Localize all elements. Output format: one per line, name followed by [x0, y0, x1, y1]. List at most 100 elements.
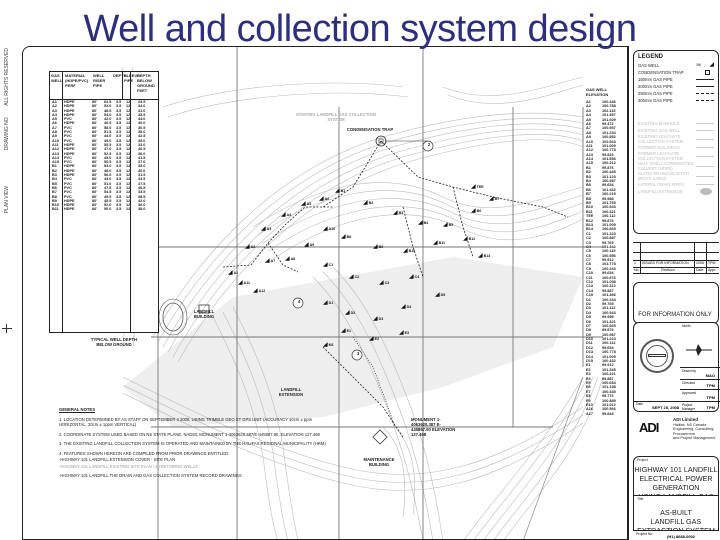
- well-icon: ◢: [323, 300, 328, 306]
- well-icon: ◢: [265, 258, 270, 264]
- table-cell: PVC: [64, 185, 72, 190]
- well-icon: ◢: [228, 270, 233, 276]
- well-icon: ◢: [399, 330, 404, 336]
- table-cell: 3.5: [116, 185, 122, 190]
- table-cell: 12': [126, 121, 132, 126]
- table-cell: HDPE: [64, 108, 75, 113]
- table-cell: HDPE: [64, 168, 75, 173]
- table-cell: 47.0: [104, 147, 112, 152]
- table-cell: 12': [126, 207, 132, 212]
- drawing-side-strip: ALL RIGHTS RESERVED DRAWING NO. PLAN VIE…: [0, 46, 20, 540]
- table-cell: PVC: [64, 125, 72, 130]
- table-cell: PVC: [64, 134, 72, 139]
- gas-well-marker: ◢A6: [319, 196, 330, 202]
- condensation-trap-label: CONDENSATION TRAP: [346, 127, 394, 132]
- table-cell: 12': [126, 151, 132, 156]
- well-icon: ◢: [418, 220, 423, 226]
- table-cell: 42.5: [138, 134, 146, 139]
- existing-feature-icon: [696, 137, 714, 142]
- table-cell: A14: [52, 155, 59, 160]
- legend-item: EXISTING GAS WELL: [634, 127, 718, 134]
- general-notes: GENERAL NOTES 1. LOCATION DETERMINED BY …: [59, 407, 339, 483]
- table-cell: A13: [52, 151, 59, 156]
- table-cell: 43.5: [138, 177, 146, 182]
- table-cell: PVC: [64, 177, 72, 182]
- table-cell: HDPE: [64, 112, 75, 117]
- table-cell: 3.5: [116, 198, 122, 203]
- well-icon: ◢: [489, 196, 494, 202]
- well-icon: ◢: [463, 236, 468, 242]
- table-cell: 80': [92, 134, 98, 139]
- table-cell: 44.0: [138, 117, 146, 122]
- column-header: DEPTH BELOW GROUND FEET: [137, 73, 155, 93]
- table-cell: A7: [52, 125, 57, 130]
- landfill-extension-icon: [696, 188, 714, 195]
- table-cell: A4: [52, 112, 57, 117]
- gas-well-marker: ◢A11: [238, 280, 251, 286]
- table-cell: 3.5: [116, 190, 122, 195]
- condensation-trap-icon: [696, 70, 714, 75]
- table-cell: 3.5: [116, 164, 122, 169]
- table-cell: A5: [52, 117, 57, 122]
- table-cell: 80': [92, 177, 98, 182]
- table-cell: 39.0: [138, 138, 146, 143]
- table-cell: 41.0: [138, 108, 146, 113]
- table-cell: 50.5: [104, 160, 112, 165]
- solid-pipe-icon: [696, 77, 714, 82]
- table-cell: 80': [92, 198, 98, 203]
- well-icon: ◢: [323, 226, 328, 232]
- revision-table: 1 ISSUED FOR INFORMATION 2008 TPM No. Re…: [633, 242, 719, 274]
- table-cell: A12: [52, 147, 59, 152]
- gas-well-marker: ◢C4: [409, 274, 420, 280]
- table-cell: 3.5: [116, 151, 122, 156]
- existing-feature-icon: [696, 128, 714, 133]
- table-cell: 37.5: [138, 181, 146, 186]
- table-cell: 12': [126, 160, 132, 165]
- table-cell: 12': [126, 177, 132, 182]
- table-cell: PVC: [64, 138, 72, 143]
- table-cell: 55.5: [104, 142, 112, 147]
- table-cell: HDPE: [64, 104, 75, 109]
- well-icon: ◢: [304, 242, 309, 248]
- side-strip-text: PLAN VIEW: [4, 186, 10, 214]
- table-cell: 49.0: [104, 138, 112, 143]
- gas-well-marker: ◢A2: [245, 244, 256, 250]
- table-cell: HDPE: [64, 207, 75, 212]
- table-cell: PVC: [64, 130, 72, 135]
- well-icon: ◢: [323, 342, 328, 348]
- table-cell: 45.5: [104, 198, 112, 203]
- table-cell: 80': [92, 108, 98, 113]
- well-icon: ◢: [335, 188, 340, 194]
- gas-well-marker: ◢B13: [478, 253, 491, 259]
- gas-well-marker: ◢A5: [301, 201, 312, 207]
- table-cell: 80': [92, 104, 98, 109]
- maintenance-building-label: MAINTENANCE BUILDING: [363, 457, 395, 467]
- gas-well-marker: ◢D4: [401, 304, 412, 310]
